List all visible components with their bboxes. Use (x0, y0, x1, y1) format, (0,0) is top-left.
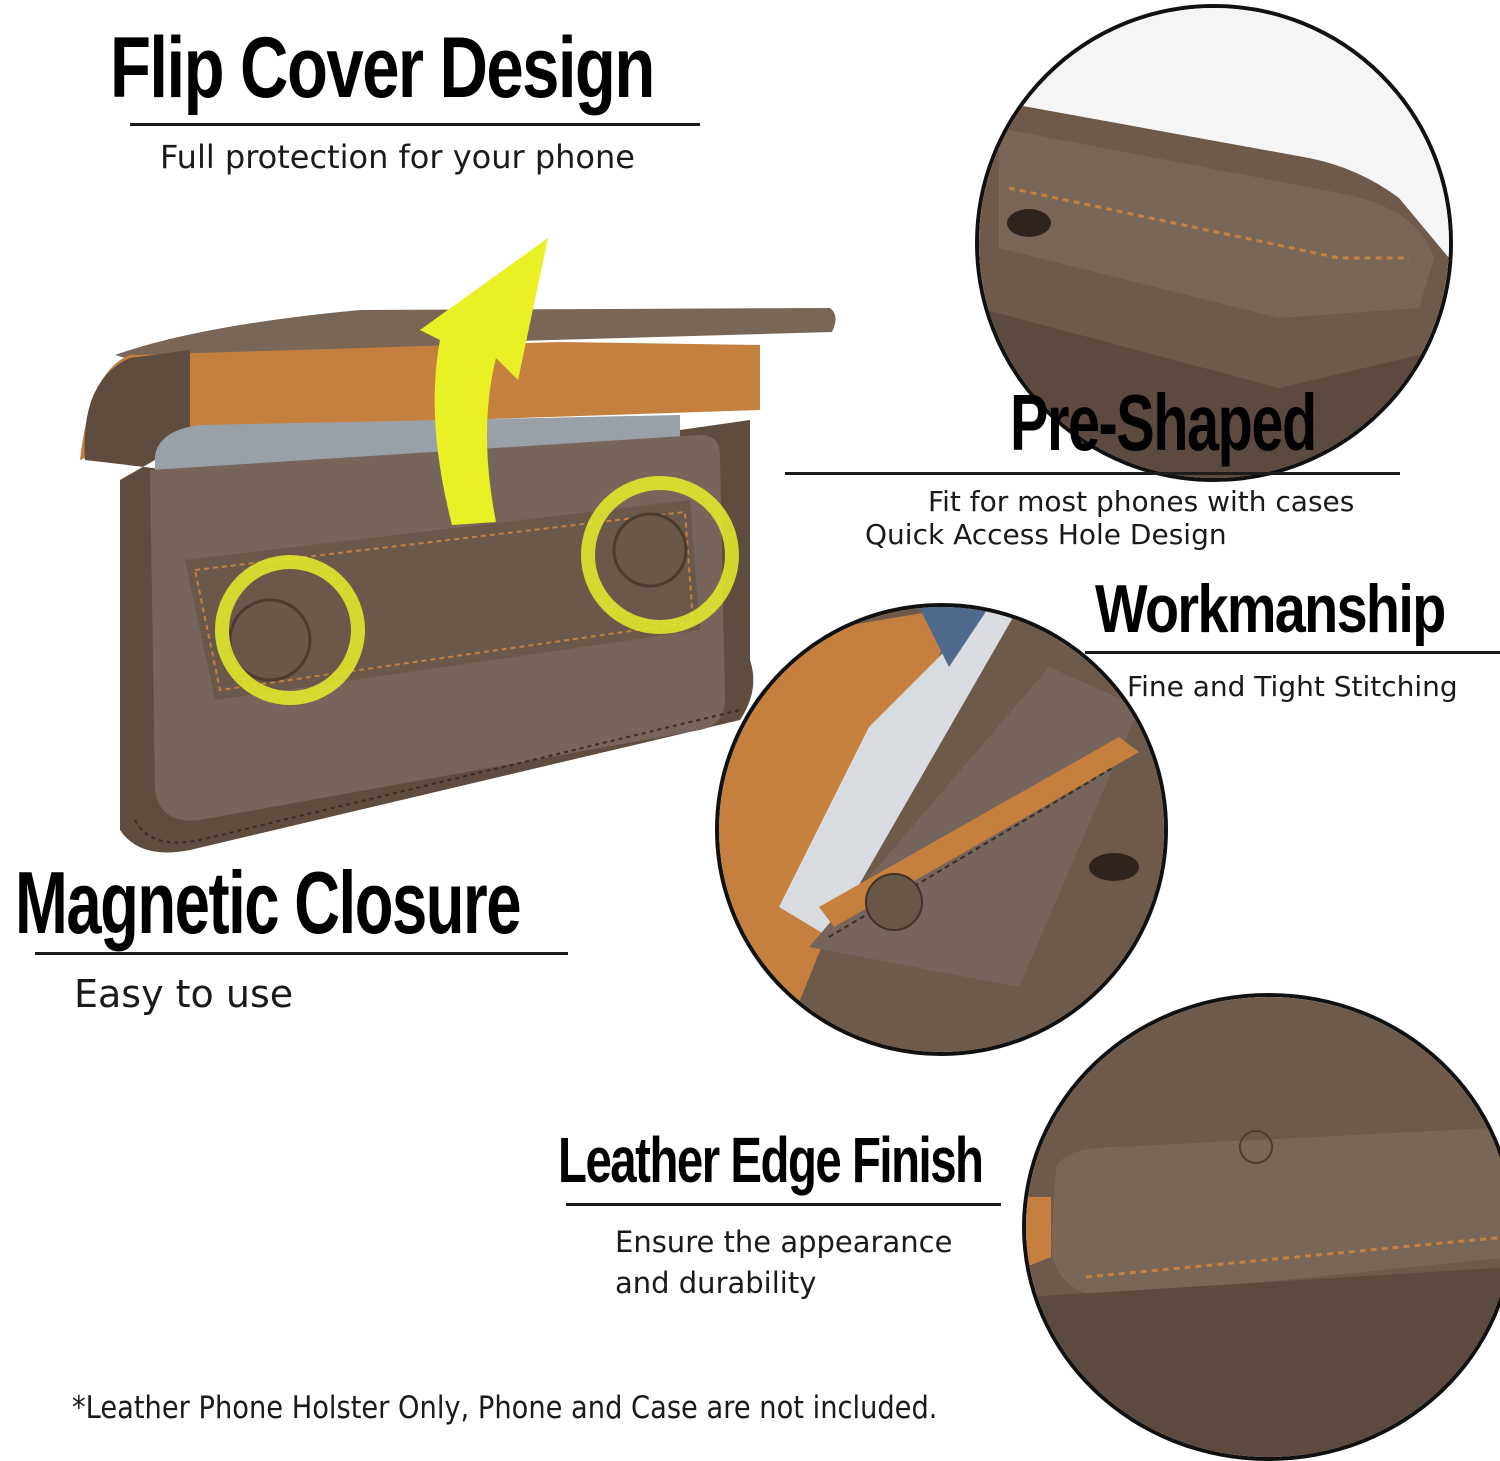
edge-finish-line-1: Ensure the appearance (615, 1225, 953, 1259)
preshaped-line-2: Quick Access Hole Design (865, 518, 1227, 551)
workmanship-divider (1085, 651, 1500, 654)
preshaped-detail-image (975, 4, 1453, 482)
edge-finish-line-2: and durability (615, 1266, 817, 1300)
flip-cover-divider (130, 123, 700, 126)
edge-finish-detail-image (1022, 993, 1500, 1461)
workmanship-title: Workmanship (1095, 571, 1446, 647)
workmanship-subtitle: Fine and Tight Stitching (1127, 670, 1458, 703)
preshaped-line-1: Fit for most phones with cases (928, 485, 1355, 518)
flip-cover-subtitle: Full protection for your phone (160, 138, 635, 176)
preshaped-divider (785, 472, 1400, 475)
magnetic-closure-divider (35, 952, 568, 955)
flip-cover-title: Flip Cover Design (110, 20, 655, 116)
preshaped-title: Pre-Shaped (1010, 378, 1317, 467)
magnetic-closure-title: Magnetic Closure (15, 853, 522, 952)
edge-finish-title: Leather Edge Finish (558, 1124, 984, 1196)
edge-finish-divider (566, 1203, 1001, 1206)
main-product-image (60, 230, 850, 870)
up-arrow-icon (400, 230, 570, 530)
footnote: *Leather Phone Holster Only, Phone and C… (72, 1390, 938, 1426)
workmanship-detail-image (715, 603, 1168, 1056)
magnetic-closure-subtitle: Easy to use (74, 972, 294, 1016)
